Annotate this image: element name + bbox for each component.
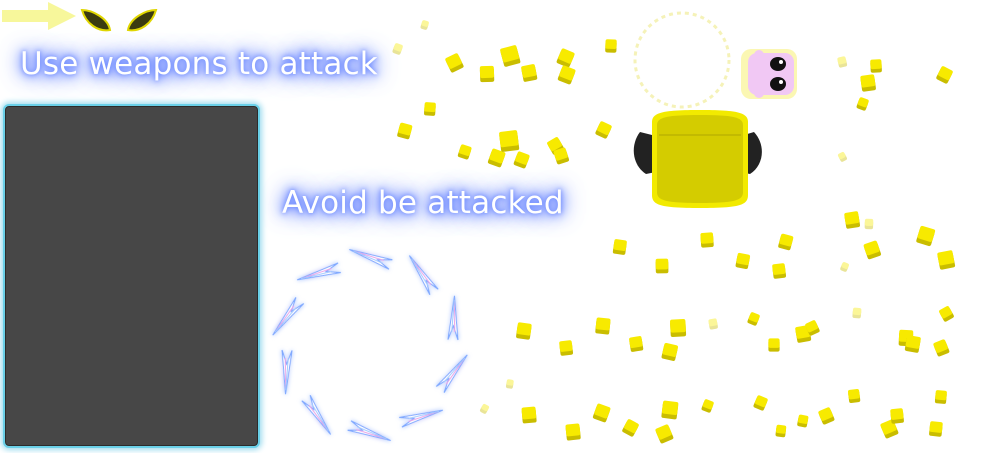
- pink-bug-icon[interactable]: [741, 49, 797, 99]
- paper-dart-icon: [295, 262, 342, 286]
- food-pellet-icon: [521, 64, 538, 82]
- hint-avoid: Avoid be attacked: [282, 185, 564, 221]
- food-pellet-icon: [937, 250, 956, 270]
- food-pellet-icon: [856, 97, 869, 111]
- food-pellet-icon: [860, 74, 876, 92]
- food-pellet-icon: [805, 320, 820, 336]
- food-pellet-icon: [864, 218, 874, 230]
- food-pellet-icon: [556, 48, 575, 68]
- food-pellet-icon: [870, 59, 882, 73]
- food-pellet-icon: [516, 322, 532, 340]
- food-pellet-icon: [622, 419, 639, 437]
- food-pellet-icon: [397, 122, 413, 140]
- food-pellet-icon: [559, 340, 574, 356]
- food-pellet-icon: [916, 225, 936, 247]
- food-pellet-icon: [775, 424, 787, 438]
- hint-attack: Use weapons to attack: [20, 46, 378, 82]
- food-pellet-icon: [735, 252, 751, 270]
- food-pellet-icon: [655, 258, 669, 274]
- food-pellet-icon: [768, 338, 780, 352]
- food-pellet-icon: [420, 20, 429, 30]
- food-pellet-icon: [445, 53, 464, 73]
- paper-dart-icon: [435, 351, 472, 394]
- food-pellet-icon: [521, 406, 537, 424]
- enemy-eyes-icon: [80, 8, 158, 32]
- food-pellet-icon: [933, 339, 950, 357]
- food-pellet-icon: [592, 403, 611, 423]
- food-pellet-icon: [939, 306, 954, 322]
- food-pellet-icon: [778, 233, 794, 251]
- food-pellet-icon: [844, 211, 861, 229]
- food-pellets: [392, 20, 956, 444]
- food-pellet-icon: [605, 39, 617, 53]
- food-pellet-icon: [479, 65, 495, 83]
- food-pellet-icon: [479, 403, 490, 414]
- food-pellet-icon: [661, 400, 679, 420]
- food-pellet-icon: [701, 399, 714, 413]
- food-pellet-icon: [747, 312, 760, 326]
- food-pellet-icon: [708, 318, 718, 330]
- food-pellet-icon: [457, 144, 472, 160]
- food-pellet-icon: [500, 45, 521, 67]
- paper-dart-icon: [301, 394, 336, 438]
- food-pellet-icon: [629, 336, 644, 352]
- food-pellet-icon: [595, 317, 611, 335]
- range-circle: [633, 11, 731, 109]
- paper-dart-icon: [268, 296, 305, 339]
- dart-ring: [268, 244, 472, 446]
- food-pellet-icon: [934, 390, 947, 404]
- food-pellet-icon: [487, 148, 506, 168]
- food-pellet-icon: [595, 121, 612, 139]
- paper-dart-icon: [280, 349, 293, 395]
- food-pellet-icon: [852, 307, 862, 319]
- food-pellet-icon: [890, 408, 904, 424]
- food-pellet-icon: [392, 43, 403, 55]
- food-pellet-icon: [797, 414, 809, 428]
- paper-dart-icon: [347, 420, 393, 446]
- food-pellet-icon: [505, 379, 514, 389]
- food-pellet-icon: [670, 319, 687, 337]
- food-pellet-icon: [661, 343, 678, 361]
- food-pellet-icon: [424, 102, 436, 116]
- food-pellet-icon: [753, 395, 768, 411]
- food-pellet-icon: [840, 262, 849, 272]
- paper-dart-icon: [398, 404, 445, 428]
- food-pellet-icon: [818, 407, 835, 425]
- food-pellet-icon: [837, 56, 848, 68]
- food-pellet-icon: [499, 130, 520, 152]
- food-pellet-icon: [936, 66, 953, 84]
- food-pellet-icon: [904, 335, 921, 353]
- paper-dart-icon: [447, 295, 460, 341]
- food-pellet-icon: [863, 240, 882, 260]
- player-beetle-icon[interactable]: [633, 110, 762, 208]
- food-pellet-icon: [700, 232, 714, 248]
- food-pellet-icon: [565, 423, 581, 441]
- food-pellet-icon: [655, 424, 674, 444]
- food-pellet-icon: [847, 388, 861, 403]
- food-pellet-icon: [557, 65, 576, 85]
- weapon-panel[interactable]: [3, 104, 260, 448]
- food-pellet-icon: [513, 151, 530, 169]
- food-pellet-icon: [772, 263, 787, 279]
- direction-arrow-icon: [2, 2, 76, 30]
- food-pellet-icon: [929, 421, 943, 437]
- food-pellet-icon: [553, 147, 570, 165]
- paper-dart-icon: [347, 244, 393, 270]
- paper-dart-icon: [404, 252, 439, 296]
- food-pellet-icon: [837, 151, 847, 162]
- food-pellet-icon: [612, 239, 627, 255]
